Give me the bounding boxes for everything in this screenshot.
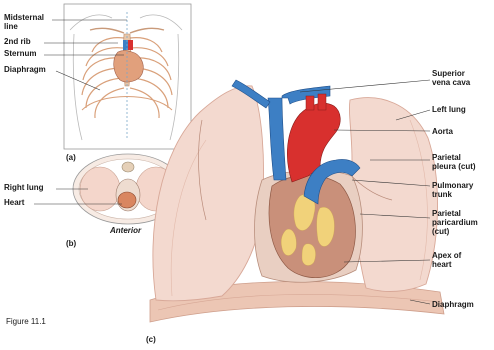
panel-b-tag: (b) — [66, 239, 77, 248]
label-heart-b: Heart — [4, 198, 25, 207]
label-pulmonary-trunk-2: trunk — [432, 190, 453, 199]
label-parietal-pleura: Parietal — [432, 153, 461, 162]
label-sternum: Sternum — [4, 49, 36, 58]
section-vertebra — [122, 162, 134, 172]
label-midsternal: Midsternal — [4, 13, 44, 22]
leader-svc — [300, 80, 430, 92]
label-diaphragm-a: Diaphragm — [4, 65, 46, 74]
label-svc: Superior — [432, 69, 465, 78]
label-pulmonary-trunk: Pulmonary — [432, 181, 474, 190]
left-lung-c — [349, 98, 437, 292]
label-apex: Apex of — [432, 251, 462, 260]
label-apex-2: heart — [432, 260, 452, 269]
label-left-lung: Left lung — [432, 105, 466, 114]
figure-caption: Figure 11.1 — [6, 317, 46, 326]
label-second-rib: 2nd rib — [4, 37, 31, 46]
panel-a-illustration — [64, 4, 191, 149]
panel-c-tag: (c) — [146, 335, 156, 344]
label-aorta: Aorta — [432, 127, 453, 136]
label-svc-2: vena cava — [432, 78, 471, 87]
section-heart — [118, 192, 136, 208]
label-parietal-pericardium-2: paricardium — [432, 218, 478, 227]
label-parietal-pleura-2: pleura (cut) — [432, 162, 476, 171]
label-diaphragm-c: Diaphragm — [432, 300, 474, 309]
label-parietal-pericardium-3: (cut) — [432, 227, 450, 236]
label-anterior: Anterior — [109, 226, 142, 235]
label-midsternal-2: line — [4, 22, 18, 31]
panel-c-illustration — [150, 80, 444, 322]
panel-a-tag: (a) — [66, 153, 76, 162]
label-parietal-pericardium: Parietal — [432, 209, 461, 218]
label-right-lung: Right lung — [4, 183, 44, 192]
